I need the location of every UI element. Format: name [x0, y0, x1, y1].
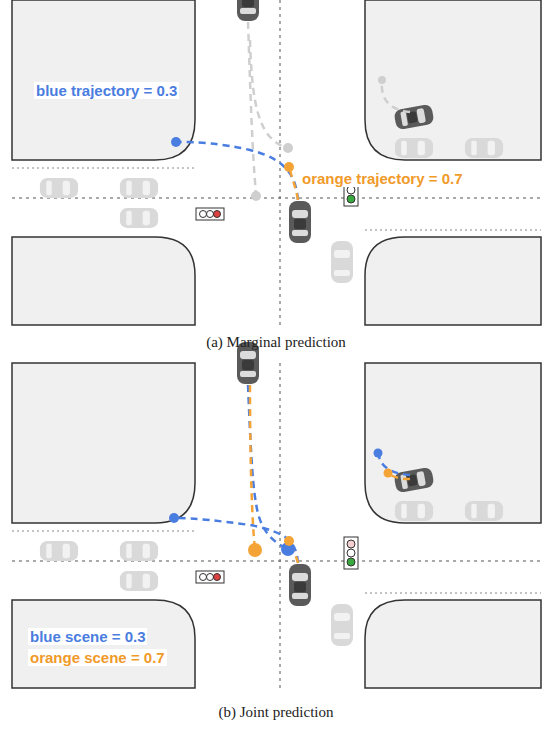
scene-probability: orange scene = 0.7	[28, 649, 167, 666]
scene-probability: blue scene = 0.3	[28, 628, 147, 645]
subfigure-caption: (b) Joint prediction	[219, 704, 334, 721]
trajectory-probability: blue trajectory = 0.3	[34, 82, 179, 99]
trajectory-probability: orange trajectory = 0.7	[300, 170, 465, 187]
subfigure-caption: (a) Marginal prediction	[206, 334, 346, 351]
